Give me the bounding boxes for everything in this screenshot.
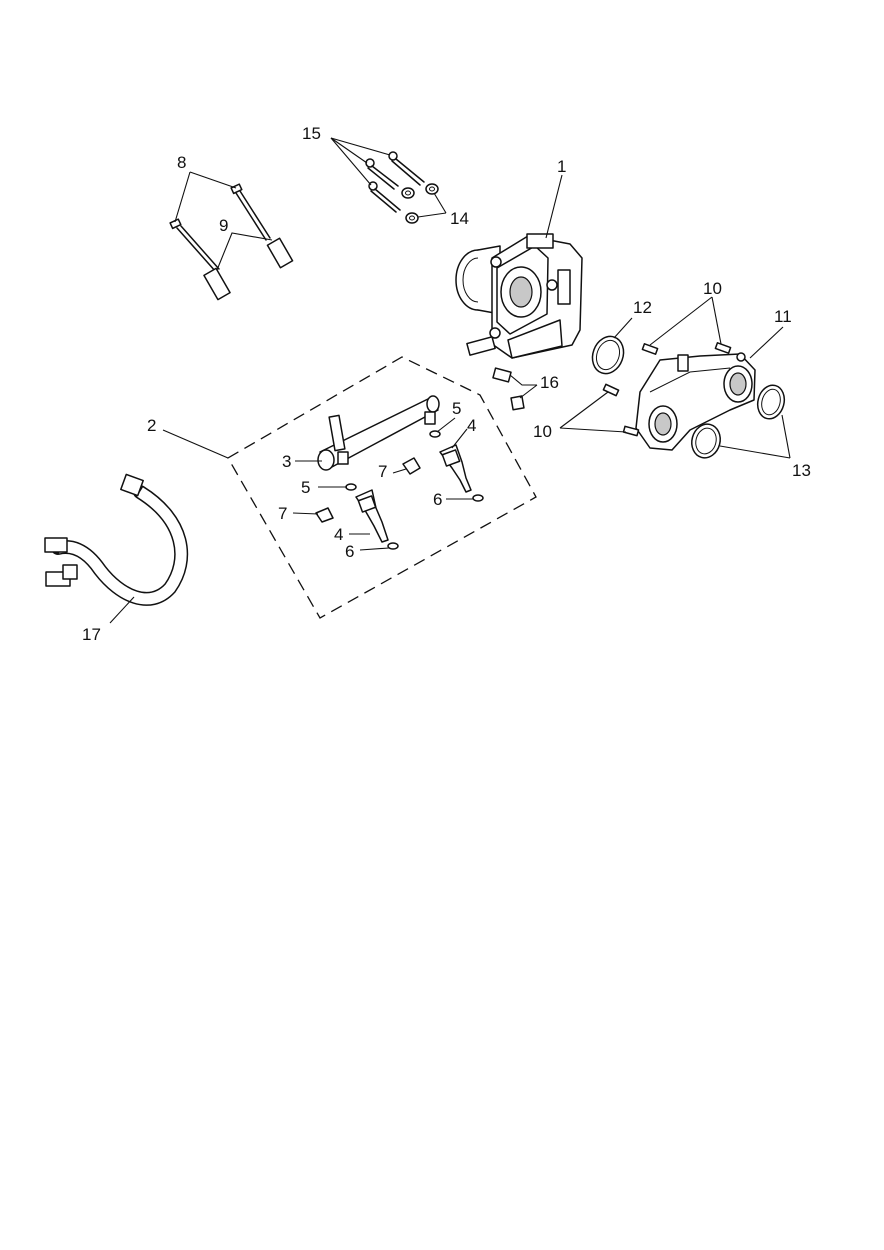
manifold-11 [635, 352, 756, 451]
sleeve-9 [203, 237, 294, 301]
callout-3: 3 [282, 452, 291, 471]
throttle-body-1 [455, 233, 583, 359]
seal-5 [345, 430, 441, 491]
callout-1: 1 [557, 157, 566, 176]
callout-10: 10 [703, 279, 722, 298]
clip-7 [315, 457, 421, 523]
callout-11: 11 [774, 307, 792, 326]
callout-10: 10 [533, 422, 552, 441]
callout-7: 7 [278, 504, 287, 523]
callout-17: 17 [82, 625, 101, 644]
bolt-15 [365, 151, 425, 213]
o-ring-12 [591, 335, 625, 375]
bolt-8 [169, 183, 271, 273]
callout-13: 13 [792, 461, 811, 480]
washer-14 [401, 183, 439, 224]
assembly-boundary [227, 356, 537, 619]
fuel-rail-3 [317, 395, 440, 471]
callout-7: 7 [378, 462, 387, 481]
callout-8: 8 [177, 153, 186, 172]
callout-5: 5 [301, 478, 310, 497]
injector-4 [355, 444, 472, 543]
bolt-10 [602, 342, 732, 437]
callout-14: 14 [450, 209, 469, 228]
callout-9: 9 [219, 216, 228, 235]
callout-4: 4 [334, 525, 343, 544]
callout-4: 4 [467, 416, 476, 435]
hose-16 [492, 367, 525, 411]
callout-5: 5 [452, 399, 461, 418]
callout-2: 2 [147, 416, 156, 435]
callout-6: 6 [433, 490, 442, 509]
hose-17 [44, 473, 189, 606]
callout-15: 15 [302, 124, 321, 143]
callout-6: 6 [345, 542, 354, 561]
callout-16: 16 [540, 373, 559, 392]
leader-lines [109, 137, 791, 624]
seal-6 [387, 494, 484, 550]
callout-labels: 1 2 3 4 4 5 5 6 6 7 7 8 9 10 10 11 12 13… [82, 124, 811, 644]
o-ring-13 [691, 384, 786, 459]
callout-12: 12 [633, 298, 652, 317]
